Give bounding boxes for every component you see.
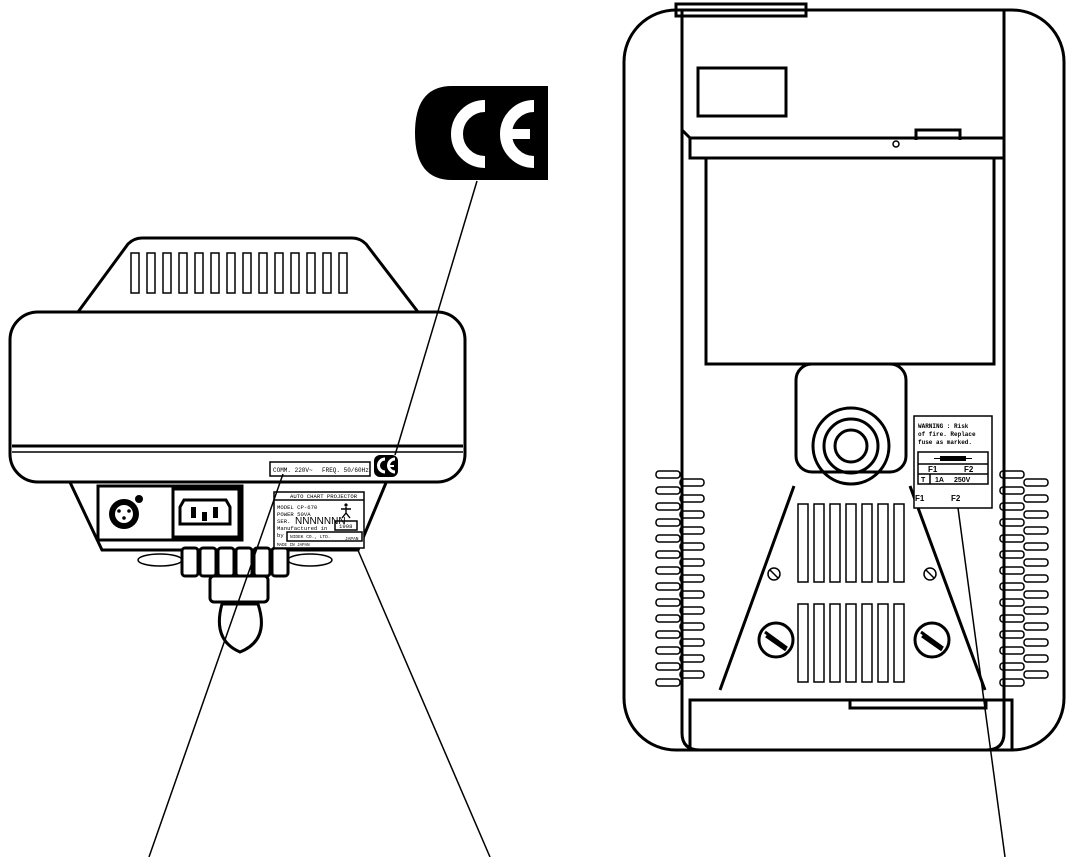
nameplate-maker-line1: NIDEK CO., LTD. bbox=[290, 534, 331, 540]
fuse-col-2: F2 bbox=[964, 465, 974, 474]
nameplate-manufactured: Manufactured in bbox=[277, 525, 327, 532]
fuse-col-1: F1 bbox=[928, 465, 938, 474]
fuse-label: WARNING : Risk of fire. Replace fuse as … bbox=[913, 415, 993, 509]
holder-label-right: F2 bbox=[951, 494, 961, 503]
ce-mark-large bbox=[415, 86, 548, 180]
rating-voltage: COMM. 220V~ bbox=[273, 467, 313, 474]
nameplate: AUTO CHART PROJECTOR MODEL CP-670 POWER … bbox=[273, 491, 365, 549]
nameplate-maker-line2: JAPAN bbox=[345, 536, 359, 542]
ce-mark-small bbox=[374, 455, 398, 477]
fuse-warning-line3: fuse as marked. bbox=[918, 439, 972, 446]
screws bbox=[767, 567, 937, 581]
fuse-holder-right bbox=[913, 621, 951, 659]
type-b-symbol-icon bbox=[341, 503, 351, 519]
fuse-rating-type: T bbox=[921, 477, 926, 484]
nameplate-year: 1998 bbox=[339, 523, 352, 530]
din-connector bbox=[109, 495, 143, 529]
fuse-holder-left bbox=[757, 621, 795, 659]
leader-line-nameplate bbox=[356, 547, 491, 857]
rating-label: COMM. 220V~ FREQ. 50/60Hz bbox=[269, 461, 371, 477]
base-feet bbox=[137, 546, 333, 578]
nameplate-serial-label: SER. bbox=[277, 518, 290, 525]
nameplate-serial-value: NNNNNNN bbox=[295, 516, 346, 527]
fuse-rating-voltage: 250V bbox=[954, 477, 971, 484]
side-grille-right bbox=[999, 470, 1049, 687]
bottom-vents bbox=[797, 503, 905, 683]
fuse-symbol-icon bbox=[934, 456, 972, 461]
nameplate-model: MODEL CP-670 bbox=[277, 504, 318, 511]
nameplate-title: AUTO CHART PROJECTOR bbox=[290, 493, 358, 500]
side-grille-left bbox=[655, 470, 705, 687]
rating-frequency: FREQ. 50/60Hz bbox=[322, 467, 369, 474]
nameplate-power: POWER 50VA bbox=[277, 511, 311, 518]
holder-label-left: F1 bbox=[915, 494, 925, 503]
leader-line-fuse bbox=[957, 507, 1006, 857]
top-vents bbox=[130, 252, 348, 294]
fuse-rating-current: 1A bbox=[935, 477, 944, 484]
leader-line-ce bbox=[394, 180, 478, 456]
leader-line-rating bbox=[148, 473, 284, 857]
ac-power-inlet bbox=[171, 487, 241, 539]
leader-lines bbox=[148, 180, 1006, 857]
fuse-warning-line2: of fire. Replace bbox=[918, 431, 976, 438]
device-back-panel: WARNING : Risk of fire. Replace fuse as … bbox=[622, 2, 1066, 752]
projector-back-view: COMM. 220V~ FREQ. 50/60Hz AUTO CHART PRO… bbox=[8, 236, 467, 654]
nameplate-made-in: MADE IN JAPAN bbox=[277, 544, 310, 548]
fuse-warning-line1: WARNING : Risk bbox=[918, 423, 969, 430]
nameplate-by: by bbox=[277, 532, 284, 539]
